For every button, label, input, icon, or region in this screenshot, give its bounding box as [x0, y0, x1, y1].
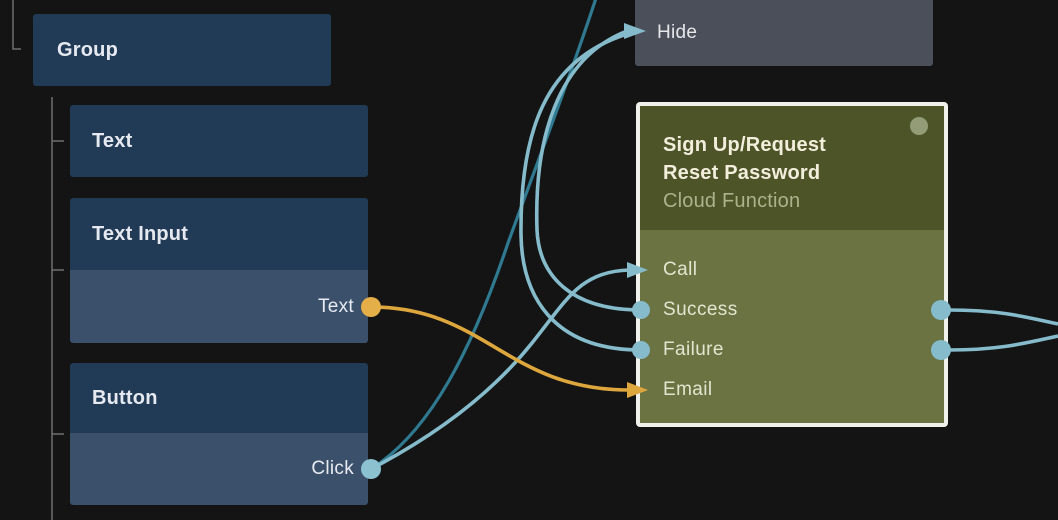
port-label-success: Success — [663, 299, 738, 320]
node-group-title: Group — [57, 38, 118, 61]
port-row-text-output[interactable]: Text — [70, 270, 368, 343]
port-label-text: Text — [317, 295, 354, 317]
status-dot-icon — [910, 117, 928, 135]
port-label-hide: Hide — [657, 22, 698, 43]
node-group[interactable]: Group — [33, 14, 331, 86]
node-button[interactable]: Button Click — [70, 363, 368, 505]
port-row-email[interactable]: Email — [640, 370, 944, 410]
cloud-function-subtitle: Cloud Function — [663, 190, 801, 212]
wire-success-to-offscreen-right[interactable] — [948, 308, 1058, 326]
wire-click-to-call[interactable] — [370, 268, 630, 471]
node-text-input[interactable]: Text Input Text — [70, 198, 368, 343]
cloud-function-title-line2: Reset Password — [663, 162, 821, 184]
cloud-function-title-line1: Sign Up/Request — [663, 134, 827, 156]
node-cloud-function[interactable]: Sign Up/Request Reset Password Cloud Fun… — [636, 102, 948, 427]
port-label-email: Email — [663, 379, 713, 400]
node-text-title: Text — [92, 129, 133, 152]
port-row-failure[interactable]: Failure — [640, 330, 944, 370]
wire-failure-to-offscreen-right[interactable] — [948, 334, 1058, 352]
cloud-function-header: Sign Up/Request Reset Password Cloud Fun… — [640, 106, 944, 230]
port-row-call[interactable]: Call — [640, 250, 944, 290]
port-row-hide-input[interactable]: Hide — [635, 0, 933, 66]
node-hide-section[interactable]: Hide — [635, 0, 933, 66]
port-label-click: Click — [311, 458, 354, 479]
port-label-call: Call — [663, 259, 698, 280]
wire-failure-to-hide[interactable] — [519, 32, 642, 352]
port-label-failure: Failure — [663, 339, 724, 360]
node-button-title: Button — [92, 386, 158, 409]
node-text-input-title: Text Input — [92, 222, 189, 245]
port-row-click-output[interactable]: Click — [70, 433, 368, 505]
wire-click-to-offscreen-top[interactable] — [370, 0, 600, 471]
cloud-function-port-list: Call Success Failure Email — [640, 230, 944, 423]
tree-line-group — [12, 0, 21, 50]
port-row-success[interactable]: Success — [640, 290, 944, 330]
wire-success-to-hide[interactable] — [534, 29, 642, 312]
wire-text-to-email[interactable] — [370, 305, 630, 392]
node-text[interactable]: Text — [70, 105, 368, 177]
